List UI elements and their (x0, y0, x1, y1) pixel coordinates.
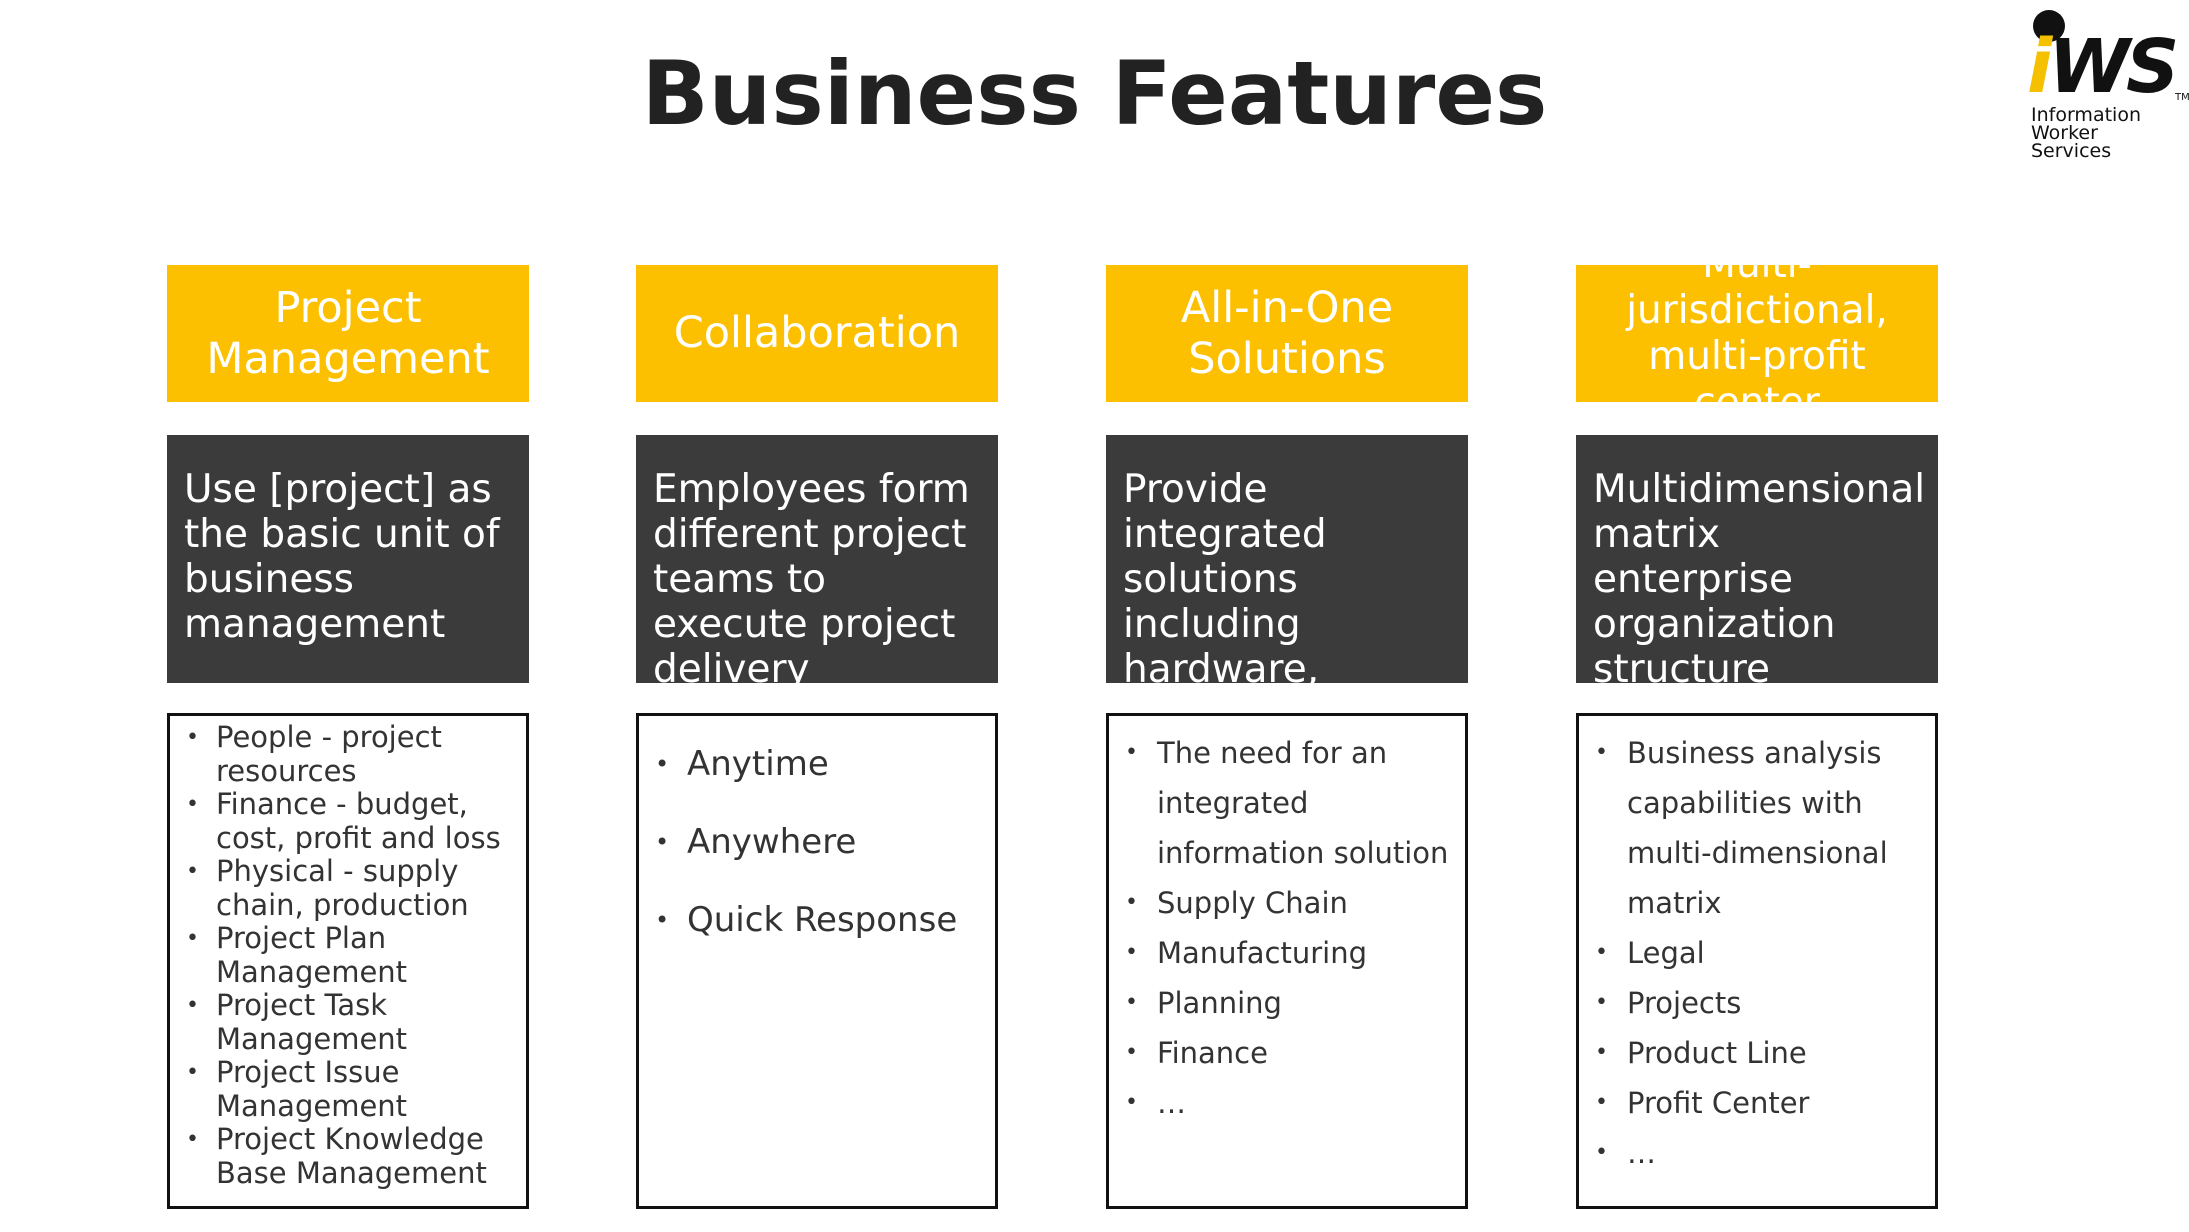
feature-list-box: •People - project resources •Finance - b… (167, 713, 529, 1209)
feature-description: Provide integrated solutions including h… (1106, 435, 1468, 782)
page-title: Business Features (641, 42, 1548, 145)
list-item: •People - project resources (186, 720, 442, 788)
list-item: •Quick Response (655, 900, 958, 940)
list-item: •Supply Chain (1125, 886, 1348, 920)
iws-logo: iWS TM Information Worker Services (2025, 10, 2189, 170)
list-item: •Legal (1595, 936, 1705, 970)
logo-sub-line: Worker (2031, 122, 2098, 144)
list-item: •Physical - supply chain, production (186, 854, 469, 922)
list-item: •The need for an integrated information … (1125, 736, 1449, 870)
list-item: •Finance (1125, 1036, 1268, 1070)
list-item: •Projects (1595, 986, 1742, 1020)
list-item: •… (1595, 1136, 1656, 1170)
feature-description: Use [project] as the basic unit of busin… (167, 435, 529, 683)
feature-description: Multidimensional matrix enterprise organ… (1576, 435, 1938, 692)
logo-dot-icon (2033, 10, 2065, 42)
logo-trademark: TM (2175, 92, 2189, 103)
list-item: •Project Plan Management (186, 921, 408, 989)
list-item: •… (1125, 1086, 1186, 1120)
feature-heading: Collaboration (636, 265, 998, 402)
feature-list-box: •Business analysis capabilities with mul… (1576, 713, 1938, 1209)
feature-heading: Multi-jurisdictional, multi-profit cente… (1576, 242, 1938, 425)
list-item: •Business analysis capabilities with mul… (1595, 736, 1888, 920)
logo-sub-line: Services (2031, 140, 2112, 162)
list-item: •Manufacturing (1125, 936, 1367, 970)
list-item: •Project Knowledge Base Management (186, 1122, 487, 1190)
list-item: •Planning (1125, 986, 1282, 1020)
feature-list: •Business analysis capabilities with mul… (1591, 728, 1931, 1178)
list-item: •Profit Center (1595, 1086, 1810, 1120)
logo-subtitle: Information Worker Services (2031, 104, 2141, 162)
list-item: •Anytime (655, 744, 829, 784)
list-item: •Project Task Management (186, 988, 408, 1056)
list-item: •Project Issue Management (186, 1055, 408, 1123)
feature-list-box: •The need for an integrated information … (1106, 713, 1468, 1209)
feature-list-box: •Anytime •Anywhere •Quick Response (636, 713, 998, 1209)
feature-description: Employees form different project teams t… (636, 435, 998, 692)
feature-list: •The need for an integrated information … (1121, 728, 1461, 1128)
list-item: •Product Line (1595, 1036, 1807, 1070)
feature-list: •Anytime •Anywhere •Quick Response (651, 744, 991, 978)
logo-wordmark: iWS (2027, 24, 2179, 110)
feature-heading: All-in-One Solutions (1106, 265, 1468, 402)
feature-heading: Project Management (167, 265, 529, 402)
list-item: •Anywhere (655, 822, 857, 862)
logo-sub-line: Information (2031, 104, 2141, 126)
feature-list: •People - project resources •Finance - b… (182, 720, 522, 1190)
list-item: •Finance - budget, cost, profit and loss (186, 787, 501, 855)
